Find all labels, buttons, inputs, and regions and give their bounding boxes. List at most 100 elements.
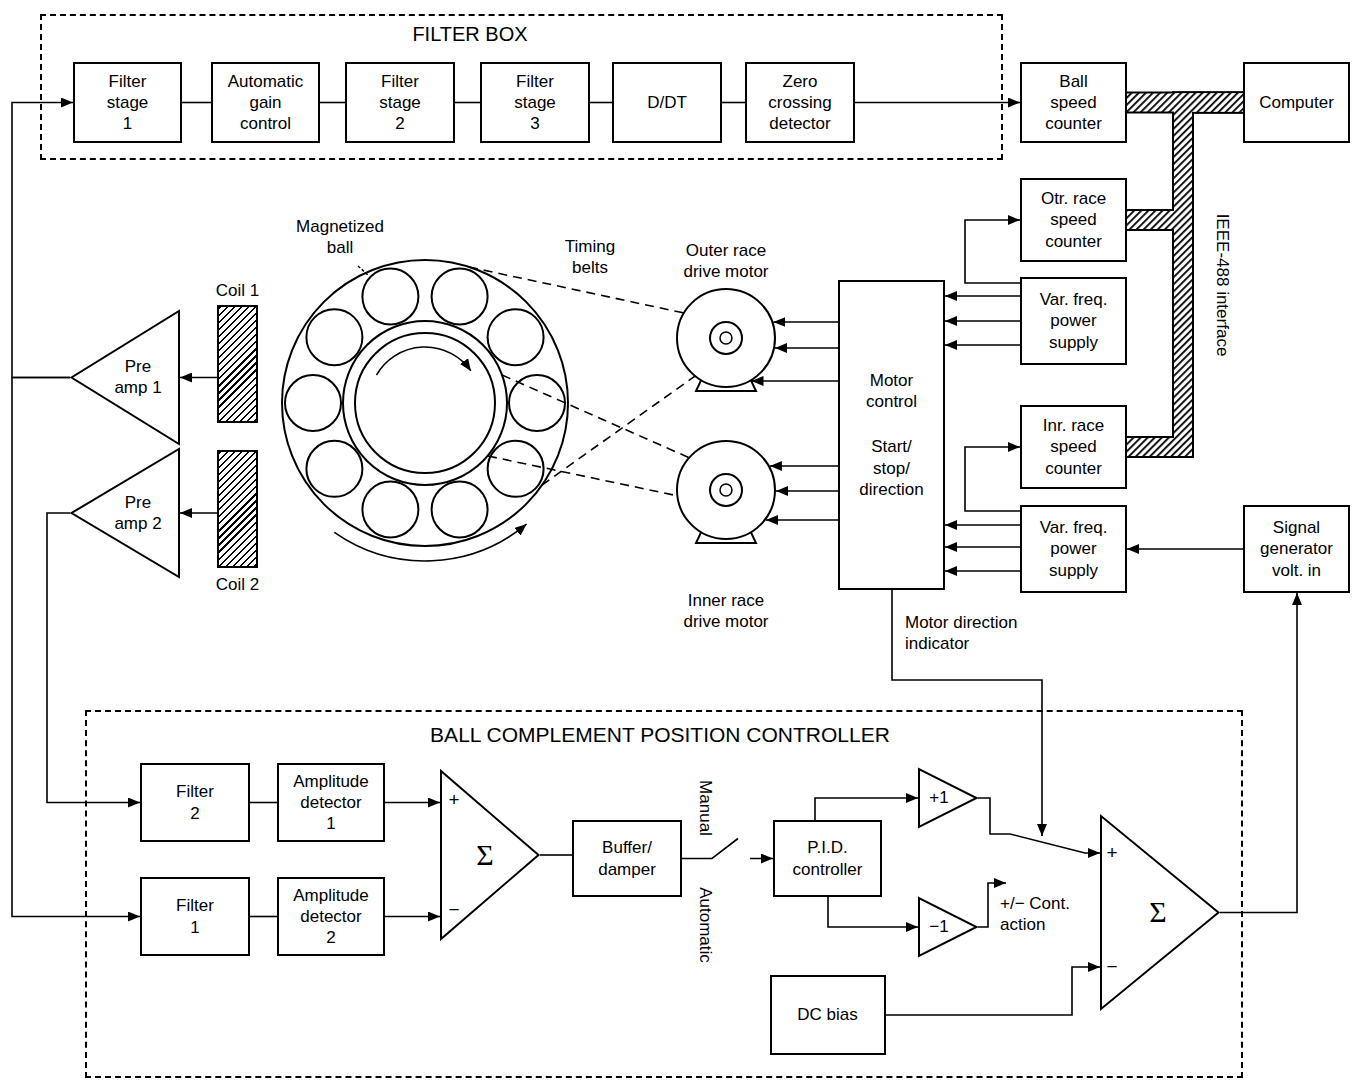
box-label: Filter stage 1 bbox=[107, 71, 149, 135]
annotation-label: Magnetized ball bbox=[296, 216, 384, 259]
label-holder: + bbox=[448, 788, 459, 812]
shape-label: + bbox=[448, 788, 459, 812]
motor-pulley bbox=[710, 474, 742, 506]
box-label: Otr. race speed counter bbox=[1029, 188, 1119, 252]
signal-connector bbox=[250, 802, 277, 804]
direction-signal-line bbox=[892, 590, 1042, 836]
bearing-ball bbox=[306, 441, 362, 497]
signal-connector bbox=[770, 465, 838, 467]
detector-box: Amplitude detector 1 bbox=[277, 763, 385, 842]
signal-connector bbox=[773, 321, 838, 323]
triangle-outline bbox=[1101, 816, 1219, 1009]
bearing-ball bbox=[488, 309, 544, 365]
label-holder: − bbox=[1106, 955, 1117, 979]
dashed-region: Filter stage 1 Automatic gain control Filt… bbox=[40, 14, 1003, 160]
annotation-label: Automatic bbox=[694, 887, 715, 963]
process-box: Automatic gain control bbox=[211, 62, 320, 143]
label-holder: IEEE-488 interface bbox=[1211, 214, 1232, 357]
box-label: DC bias bbox=[778, 1004, 878, 1025]
triangle-outline bbox=[72, 449, 180, 577]
power-supply-box: Var. freq. power supply bbox=[1020, 505, 1127, 593]
annotation-label: Timing belts bbox=[565, 236, 615, 279]
computer-box: Computer bbox=[1243, 62, 1350, 143]
gain-triangle: +1 bbox=[918, 768, 978, 828]
label-holder: −1 bbox=[929, 916, 948, 937]
label-holder: +1 bbox=[929, 787, 948, 808]
shape-outline bbox=[676, 440, 776, 544]
bearing-ball bbox=[509, 375, 565, 431]
motor-shaft bbox=[720, 332, 732, 344]
signal-connector bbox=[590, 102, 612, 104]
motor-body bbox=[677, 441, 775, 539]
label-holder: BALL COMPLEMENT POSITION CONTROLLER bbox=[430, 722, 890, 748]
annotation-label: Manual bbox=[694, 780, 715, 836]
signal-connector bbox=[766, 519, 838, 521]
label-holder: Manual bbox=[694, 780, 715, 836]
shape-label: − bbox=[1106, 955, 1117, 979]
bearing-ball bbox=[488, 441, 544, 497]
signal-connector bbox=[855, 102, 1020, 104]
signal-connector bbox=[722, 102, 745, 104]
label-holder: Σ bbox=[1149, 893, 1166, 931]
shape-label: − bbox=[448, 898, 459, 922]
signal-connector bbox=[978, 798, 1100, 853]
bias-box: DC bias bbox=[770, 975, 886, 1055]
signal-connector bbox=[945, 344, 1020, 346]
bus-outline bbox=[1127, 103, 1243, 448]
signal-connector bbox=[682, 839, 773, 859]
motor-body bbox=[677, 289, 775, 387]
shape-label: Pre amp 1 bbox=[111, 356, 166, 399]
buffer-box: Buffer/ damper bbox=[572, 820, 682, 897]
label-holder: +/− Cont. action bbox=[1000, 893, 1080, 936]
box-label: Signal generator volt. in bbox=[1252, 517, 1342, 581]
process-box: D/DT bbox=[612, 62, 722, 143]
signal-connector bbox=[540, 854, 572, 856]
box-label: Start/ stop/ direction bbox=[859, 436, 923, 500]
signal-connector bbox=[12, 378, 140, 917]
filter-box: Filter 2 bbox=[140, 763, 250, 842]
motor-pulley bbox=[710, 322, 742, 354]
signal-connector bbox=[828, 897, 918, 927]
shape-label: Σ bbox=[476, 836, 493, 874]
signal-connector bbox=[1220, 593, 1297, 913]
bearing-ball bbox=[362, 269, 418, 325]
leader-line bbox=[358, 266, 369, 276]
label-holder: Coil 1 bbox=[216, 280, 259, 301]
bearing-ball bbox=[362, 482, 418, 538]
coil-label: Coil 2 bbox=[216, 574, 259, 595]
shape-label: Σ bbox=[1149, 893, 1166, 931]
pickup-coil: Coil 2 bbox=[217, 450, 258, 568]
shape-label: Pre amp 2 bbox=[111, 492, 166, 535]
counter-box: Inr. race speed counter bbox=[1020, 405, 1127, 489]
process-box: Filter stage 2 bbox=[345, 62, 455, 143]
shape-label: +1 bbox=[929, 787, 948, 808]
counter-box: Ball speed counter bbox=[1020, 62, 1127, 143]
box-label: Amplitude detector 2 bbox=[293, 885, 369, 949]
signal-connector bbox=[1127, 548, 1243, 550]
coil-label: Coil 1 bbox=[216, 280, 259, 301]
process-box: Filter stage 3 bbox=[480, 62, 590, 143]
gain-triangle: −1 bbox=[918, 897, 978, 957]
region-heading: BALL COMPLEMENT POSITION CONTROLLER bbox=[430, 722, 890, 748]
signal-connector bbox=[455, 102, 480, 104]
box-label: Motor control bbox=[866, 370, 917, 413]
control-box: Motor controlStart/ stop/ direction bbox=[838, 280, 945, 590]
label-holder: Automatic bbox=[694, 887, 715, 963]
label-holder: FILTER BOX bbox=[412, 22, 527, 47]
box-label: Filter stage 2 bbox=[379, 71, 421, 135]
box-label: Var. freq. power supply bbox=[1029, 289, 1119, 353]
outer-race bbox=[282, 260, 568, 546]
counter-box: Otr. race speed counter bbox=[1020, 178, 1127, 262]
pickup-coil: Coil 1 bbox=[217, 305, 258, 423]
label-holder: Pre amp 1 bbox=[111, 356, 166, 399]
signal-connector bbox=[775, 347, 838, 349]
shape-outline bbox=[70, 448, 180, 578]
motor-label: Outer race drive motor bbox=[670, 240, 782, 283]
label-holder: Pre amp 2 bbox=[111, 492, 166, 535]
annotation-label: IEEE-488 interface bbox=[1211, 214, 1232, 357]
box-label: Automatic gain control bbox=[228, 71, 304, 135]
box-label: Var. freq. power supply bbox=[1029, 517, 1119, 581]
inner-race-bore bbox=[355, 333, 495, 473]
shape-label: + bbox=[1106, 841, 1117, 865]
